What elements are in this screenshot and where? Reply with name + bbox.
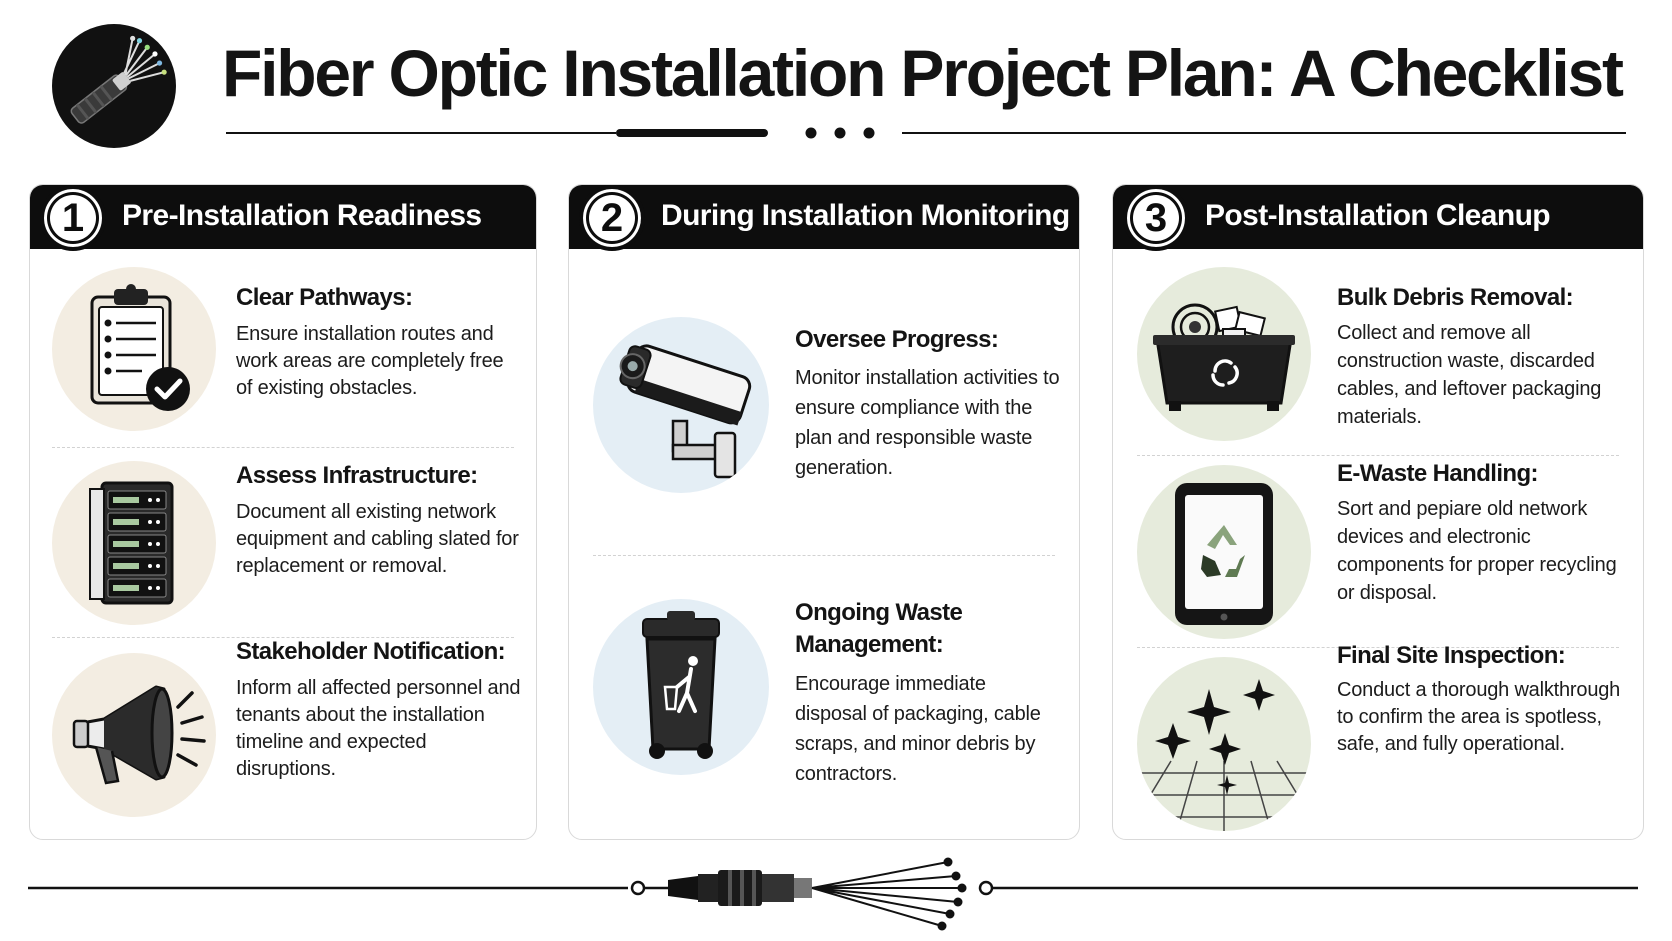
step-number-badge: 1 <box>40 185 106 251</box>
page-title: Fiber Optic Installation Project Plan: A… <box>222 36 1624 110</box>
column-header: 2 During Installation Monitoring <box>569 185 1079 251</box>
item-description: Encourage immediate disposal of packagin… <box>795 673 1041 785</box>
debris-dumpster-icon <box>1137 267 1311 441</box>
item-description: Document all existing network equipment … <box>236 501 519 577</box>
item-divider <box>52 447 514 448</box>
column-title: Pre-Installation Readiness <box>122 199 482 232</box>
item-divider <box>593 555 1055 556</box>
item-title: Ongoing Waste Management: <box>795 599 963 658</box>
item-title: Stakeholder Notification: <box>236 638 506 665</box>
item-description: Ensure installation routes and work area… <box>236 323 504 399</box>
fiber-connector-divider-icon <box>28 857 1638 931</box>
step-number-badge: 2 <box>579 185 645 251</box>
column-post-installation: 3 Post-Installation Cleanup <box>1112 184 1644 840</box>
column-header: 1 Pre-Installation Readiness <box>30 185 536 251</box>
column-title: Post-Installation Cleanup <box>1205 199 1551 232</box>
security-camera-icon <box>593 317 769 493</box>
item-title: Oversee Progress: <box>795 326 999 353</box>
title-underline-decoration <box>226 127 1626 139</box>
column-pre-installation: 1 Pre-Installation Readiness Clear Pathw… <box>29 184 537 840</box>
item-description: Monitor installation activities to ensur… <box>795 367 1060 479</box>
item-title: Final Site Inspection: <box>1337 642 1566 669</box>
item-description: Conduct a thorough walkthrough to confir… <box>1337 679 1621 755</box>
item-title: Assess Infrastructure: <box>236 462 478 489</box>
step-number-badge: 3 <box>1123 185 1189 251</box>
item-description: Collect and remove all construction wast… <box>1337 322 1602 428</box>
header: Fiber Optic Installation Project Plan: A… <box>0 0 1672 170</box>
tablet-recycle-icon <box>1137 465 1311 639</box>
sparkle-clean-icon <box>1137 657 1311 831</box>
clipboard-checklist-icon <box>52 267 216 431</box>
item-title: E-Waste Handling: <box>1337 460 1539 487</box>
item-divider <box>1137 647 1619 648</box>
server-rack-icon <box>52 461 216 625</box>
item-title: Clear Pathways: <box>236 284 413 311</box>
item-divider <box>52 637 514 638</box>
column-during-installation: 2 During Installation Monitoring Oversee… <box>568 184 1080 840</box>
megaphone-icon <box>52 653 216 817</box>
fiber-cable-logo-icon <box>50 22 178 150</box>
item-description: Sort and pepiare old network devices and… <box>1337 498 1617 604</box>
item-divider <box>1137 455 1619 456</box>
column-title: During Installation Monitoring <box>661 199 1070 232</box>
item-title: Bulk Debris Removal: <box>1337 284 1574 311</box>
trash-bin-icon <box>593 599 769 775</box>
column-header: 3 Post-Installation Cleanup <box>1113 185 1643 251</box>
item-description: Inform all affected personnel and tenant… <box>236 677 521 780</box>
